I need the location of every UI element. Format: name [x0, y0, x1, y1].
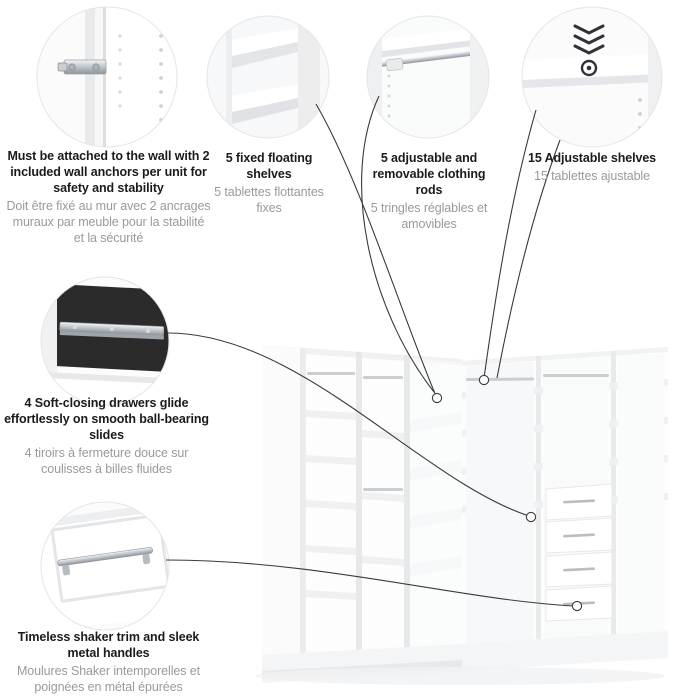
caption-fr-adjustable-shelves: 15 tablettes ajustable [534, 169, 650, 183]
caption-fr-clothing-rods: 5 tringles réglables et amovibles [370, 201, 488, 231]
caption-en-drawers: 4 Soft-closing drawers glide effortlessl… [4, 396, 209, 442]
drawer-stack [545, 483, 613, 622]
caption-fr-floating-shelves: 5 tablettes flottantes fixes [214, 185, 324, 215]
callout-caption-handles: Timeless shaker trim and sleek metal han… [6, 629, 211, 695]
callout-caption-adjustable-shelves: 15 Adjustable shelves 15 tablettes ajust… [496, 150, 688, 184]
callout-caption-floating-shelves: 5 fixed floating shelves 5 tablettes flo… [205, 150, 333, 216]
caption-en-clothing-rods: 5 adjustable and removable clothing rods [372, 151, 486, 197]
caption-en-floating-shelves: 5 fixed floating shelves [225, 151, 313, 181]
floating-shelf-illustration [207, 16, 329, 138]
callout-caption-wall-anchors: Must be attached to the wall with 2 incl… [6, 148, 211, 246]
clothing-rod-illustration [367, 16, 489, 138]
metal-handle-illustration [41, 502, 169, 630]
closet-organizer-product [255, 345, 668, 685]
adjustable-shelf-illustration [522, 7, 662, 147]
callout-caption-drawers: 4 Soft-closing drawers glide effortlessl… [4, 395, 209, 477]
caption-en-handles: Timeless shaker trim and sleek metal han… [17, 630, 200, 660]
wall-anchor-illustration [37, 7, 177, 147]
caption-en-wall-anchors: Must be attached to the wall with 2 incl… [7, 149, 210, 195]
drawer-slide-illustration [41, 277, 169, 405]
caption-en-adjustable-shelves: 15 Adjustable shelves [527, 151, 657, 165]
caption-fr-drawers: 4 tiroirs à fermeture douce sur coulisse… [24, 446, 189, 476]
caption-fr-wall-anchors: Doit être fixé au mur avec 2 ancrages mu… [6, 199, 211, 245]
callout-caption-clothing-rods: 5 adjustable and removable clothing rods… [364, 150, 494, 232]
caption-fr-handles: Moulures Shaker intemporelles et poignée… [16, 664, 200, 694]
